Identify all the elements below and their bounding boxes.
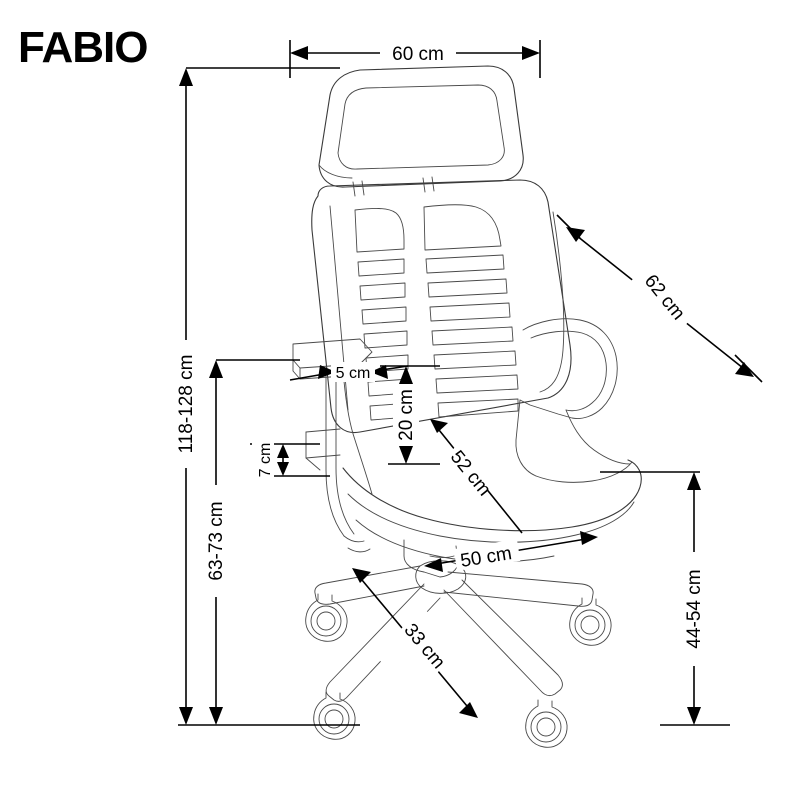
dimension-label-armrest-height: 20 cm [396,389,417,441]
left-armrest [292,338,373,553]
dimension-label-seat-height: 44-54 cm [684,569,705,648]
dimension-backrest-length: 52 cm [423,419,523,534]
dimension-total-height: 118-128 cm [172,68,198,725]
castor-wheel-front-left [313,691,356,740]
dimension-backrest-height: 63-73 cm [202,359,300,725]
dimension-seat-width: 50 cm [424,531,598,572]
right-armrest [515,318,633,483]
dimension-overall-depth: 62 cm [556,214,763,383]
chair-illustration [292,65,642,748]
dimension-base-radius: 33 cm [352,568,478,718]
castor-wheel-front-right [525,699,568,748]
dimension-label-armrest-width: 5 cm [336,365,371,382]
five-star-base [314,560,594,702]
dimension-seat-height: 44-54 cm [600,471,706,725]
castor-wheel-back-right [569,597,612,646]
backrest-mesh-right [423,204,519,418]
dimension-label-total-height: 118-128 cm [176,355,197,454]
dimension-overall-width: 60 cm [289,40,541,78]
headrest-stems [352,176,435,197]
dimension-label-overall-width: 60 cm [392,44,444,65]
dimension-armrest-height: 20 cm [380,365,440,465]
dimension-armrest-width: 5 cm [289,362,409,382]
page-title: FABIO [18,23,148,72]
dimension-label-armrest-offset: 7 cm [257,443,274,478]
castor-wheel-back-left [305,593,348,642]
castor-wheels [305,593,612,748]
dimension-armrest-offset: 7 cm [250,434,330,486]
dimension-label-backrest-height: 63-73 cm [206,501,227,580]
headrest [318,65,524,188]
